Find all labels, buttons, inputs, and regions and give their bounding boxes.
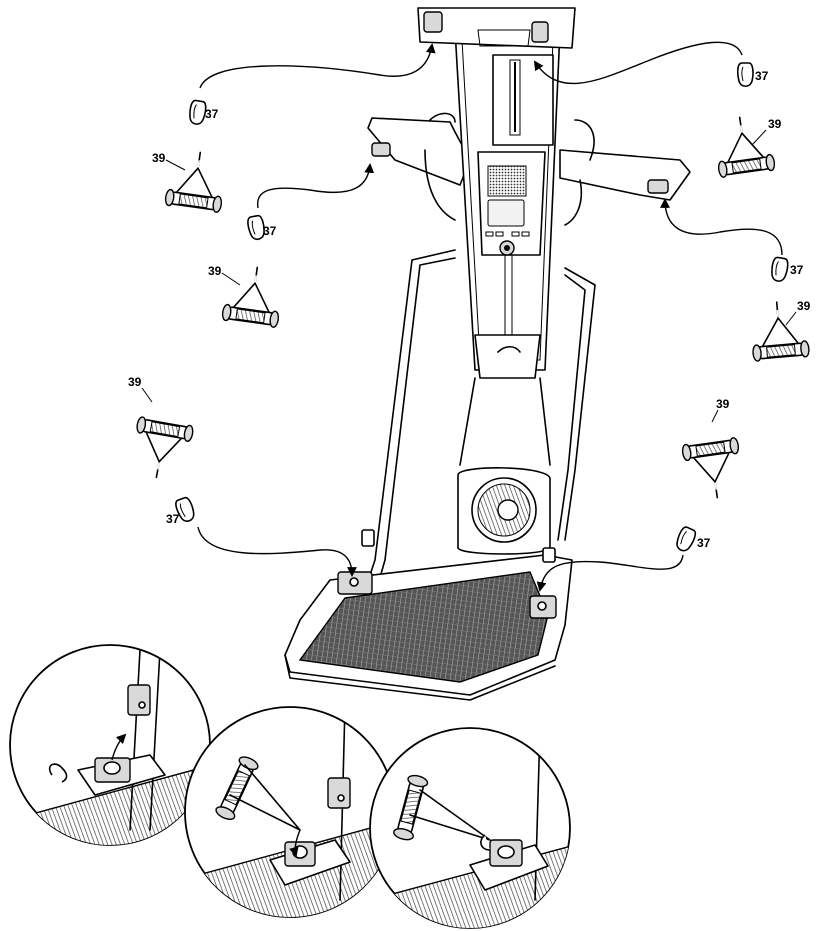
arrow-top-left — [200, 45, 432, 88]
callout-c37-mid-left: 37 — [263, 224, 277, 238]
callout-c37-top-left: 37 — [205, 107, 219, 121]
callout-c37-low-right: 37 — [697, 536, 711, 550]
callout-c39-top-right: 39 — [768, 117, 782, 131]
callout-c39-low-left: 39 — [128, 375, 142, 389]
callout-c39-top-left: 39 — [152, 151, 166, 165]
arrow-mid-right — [665, 200, 782, 255]
machine-frame — [285, 8, 690, 700]
callout-c37-mid-right: 37 — [790, 263, 804, 277]
callout-c37-low-left: 37 — [166, 512, 180, 526]
callout-c37-top-right: 37 — [755, 69, 769, 83]
callout-c39-mid-left: 39 — [208, 264, 222, 278]
callout-c39-mid-right: 39 — [797, 299, 811, 313]
detail-circle-2 — [180, 705, 400, 930]
arrow-low-left — [198, 527, 352, 575]
arrow-mid-left — [258, 165, 370, 208]
detail-circle-3 — [370, 728, 575, 930]
callout-c39-low-right: 39 — [716, 397, 730, 411]
